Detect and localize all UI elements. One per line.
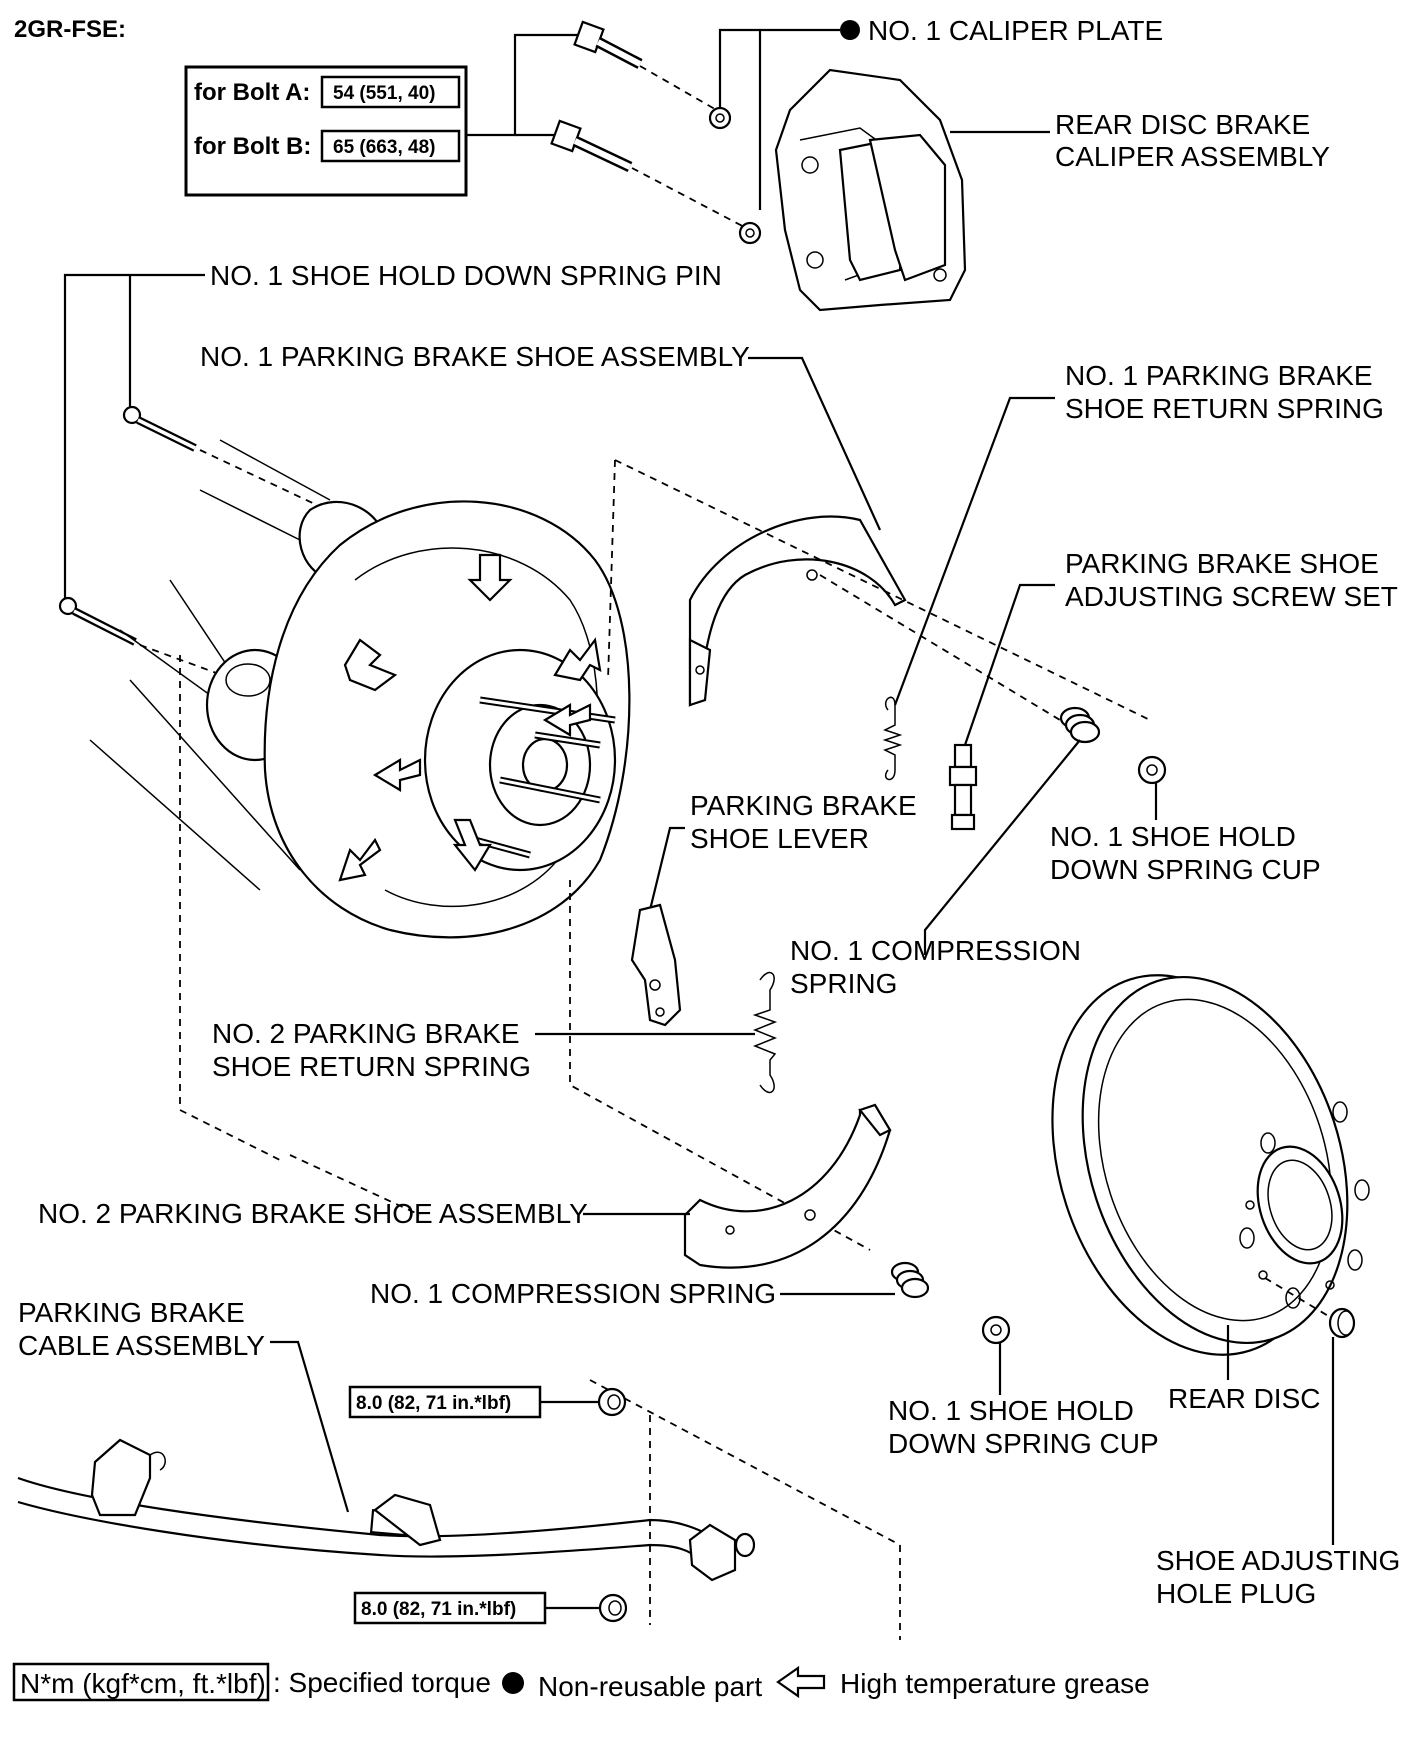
hole-plug-label-a: SHOE ADJUSTING — [1156, 1545, 1400, 1576]
legend-grease-text: High temperature grease — [840, 1668, 1150, 1699]
compression-upper-label-b: SPRING — [790, 968, 897, 999]
bolt-torque-table: for Bolt A: 54 (551, 40) for Bolt B: 65 … — [184, 65, 468, 197]
legend-torque-text: : Specified torque — [273, 1667, 491, 1698]
compression-lower-label: NO. 1 COMPRESSION SPRING — [370, 1278, 776, 1309]
cable-nut-lower — [598, 1593, 628, 1623]
compression-upper-label-a: NO. 1 COMPRESSION — [790, 935, 1081, 966]
legend: N*m (kgf*cm, ft.*lbf) : Specified torque… — [12, 1662, 1150, 1702]
adjusting-screw-label-a: PARKING BRAKE SHOE — [1065, 548, 1379, 579]
cable-torque-lower-text: 8.0 (82, 71 in.*lbf) — [361, 1599, 516, 1620]
cup-upper-label-b: DOWN SPRING CUP — [1050, 854, 1321, 885]
caliper-assembly-label-1: REAR DISC BRAKE — [1055, 109, 1310, 140]
adjusting-screw-label-b: ADJUSTING SCREW SET — [1065, 581, 1398, 612]
cable-bolt-torque-lower: 8.0 (82, 71 in.*lbf) — [353, 1591, 547, 1625]
return-spring-2-label-a: NO. 2 PARKING BRAKE — [212, 1018, 520, 1049]
bolt-a-label: for Bolt A: — [194, 79, 310, 106]
return-spring-2-label-b: SHOE RETURN SPRING — [212, 1051, 531, 1082]
caliper-assembly-label-2: CALIPER ASSEMBLY — [1055, 141, 1330, 172]
parking-brake-shoe-2 — [683, 1103, 892, 1269]
rear-disc-rotor — [1051, 974, 1370, 1356]
caliper-bolt-a — [573, 20, 643, 69]
compression-spring-lower — [890, 1261, 930, 1299]
bolt-b-torque: 65 (663, 48) — [333, 137, 435, 158]
legend-grease-arrow-icon — [776, 1665, 826, 1699]
hole-plug-label-b: HOLE PLUG — [1156, 1578, 1316, 1609]
shoe-lever-label-b: SHOE LEVER — [690, 823, 869, 854]
shoe-assembly-1-label: NO. 1 PARKING BRAKE SHOE ASSEMBLY — [200, 341, 750, 372]
nonreusable-dot-icon — [840, 20, 860, 40]
cup-upper-label-a: NO. 1 SHOE HOLD — [1050, 821, 1296, 852]
return-spring-1-label-a: NO. 1 PARKING BRAKE — [1065, 360, 1373, 391]
hold-down-spring-cup-lower — [981, 1315, 1011, 1345]
caliper-bolt-b — [550, 119, 633, 172]
rear-disc-label: REAR DISC — [1168, 1383, 1320, 1414]
cup-lower-label-b: DOWN SPRING CUP — [888, 1428, 1159, 1459]
rear-disc-brake-caliper — [774, 68, 967, 312]
shoe-lever-label-a: PARKING BRAKE — [690, 790, 917, 821]
cable-nut-upper — [597, 1387, 627, 1417]
shoe-adjusting-hole-plug — [1328, 1307, 1356, 1339]
parking-brake-shoe-1 — [688, 515, 907, 707]
spring-pin-label: NO. 1 SHOE HOLD DOWN SPRING PIN — [210, 260, 722, 291]
hold-down-spring-pin-lower — [58, 596, 137, 646]
compression-spring-upper — [1059, 706, 1101, 744]
shoe-assembly-2-label: NO. 2 PARKING BRAKE SHOE ASSEMBLY — [38, 1198, 588, 1229]
bolt-a-torque: 54 (551, 40) — [333, 83, 435, 104]
parking-brake-cable — [17, 1438, 756, 1582]
bolt-b-label: for Bolt B: — [194, 133, 311, 160]
adjusting-screw-set — [948, 743, 978, 831]
cable-torque-upper-text: 8.0 (82, 71 in.*lbf) — [356, 1393, 511, 1414]
return-spring-2 — [752, 971, 778, 1094]
legend-torque-box — [12, 1662, 270, 1702]
legend-torque-box-text: N*m (kgf*cm, ft.*lbf) — [20, 1668, 266, 1699]
engine-label: 2GR-FSE: — [14, 16, 126, 43]
legend-nonreusable-dot-icon — [502, 1672, 524, 1694]
parking-brake-shoe-lever — [630, 903, 682, 1027]
grease-arrow-icon — [338, 553, 602, 882]
return-spring-1-label-b: SHOE RETURN SPRING — [1065, 393, 1384, 424]
return-spring-1 — [882, 696, 903, 781]
hold-down-spring-cup-upper — [1137, 755, 1167, 785]
legend-nonreusable-text: Non-reusable part — [538, 1671, 762, 1702]
cable-label-a: PARKING BRAKE — [18, 1297, 245, 1328]
cup-lower-label-a: NO. 1 SHOE HOLD — [888, 1395, 1134, 1426]
caliper-plate-label: NO. 1 CALIPER PLATE — [868, 15, 1163, 46]
cable-bolt-torque-upper: 8.0 (82, 71 in.*lbf) — [348, 1385, 542, 1419]
cable-label-b: CABLE ASSEMBLY — [18, 1330, 265, 1361]
caliper-plate-washer — [708, 106, 762, 245]
axle-hub — [423, 648, 617, 872]
hold-down-spring-pin-upper — [122, 405, 197, 452]
